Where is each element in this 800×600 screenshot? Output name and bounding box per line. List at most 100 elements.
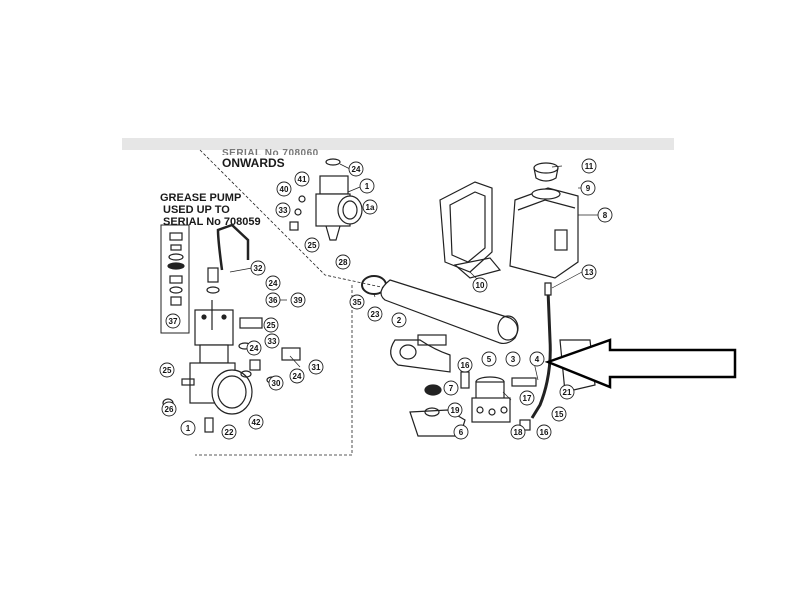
callout-number: 33 — [268, 337, 277, 346]
callout-circle — [505, 351, 521, 367]
callout-number: 28 — [339, 258, 348, 267]
serial-cutoff-text: SERIAL No 708060 — [222, 148, 319, 155]
old-grease-pump-body — [189, 300, 253, 415]
callout-number: 21 — [563, 388, 572, 397]
callout-circle — [161, 401, 177, 417]
pump-unit — [471, 376, 537, 423]
callout-bubble: 2 — [391, 312, 407, 328]
callout-bubble: 28 — [335, 254, 351, 270]
fitting-16 — [460, 371, 470, 389]
callout-bubble: 17 — [519, 390, 535, 406]
callout-bubble: 35 — [349, 294, 365, 310]
callout-number: 1 — [186, 424, 191, 433]
grease-pump-note: GREASE PUMP USED UP TO SERIAL No 708059 — [160, 192, 261, 228]
callout-bubble: 41 — [294, 171, 310, 187]
callout-bubble: 10 — [472, 277, 488, 293]
callout-number: 24 — [293, 372, 302, 381]
callout-number: 35 — [353, 298, 362, 307]
callout-circle — [276, 181, 292, 197]
callout-number: 23 — [371, 310, 380, 319]
callout-bubble: 1 — [180, 420, 196, 436]
callout-number: 26 — [165, 405, 174, 414]
callout-circle — [304, 237, 320, 253]
callout-bubble: 4 — [529, 351, 545, 367]
callout-bubble: 24 — [265, 275, 281, 291]
callout-circle — [308, 359, 324, 375]
callout-circle — [221, 424, 237, 440]
callout-circle — [248, 414, 264, 430]
callout-bubble: 25 — [304, 237, 320, 253]
callout-bubble: 6 — [453, 424, 469, 440]
callout-circle — [359, 178, 375, 194]
callout-circle — [581, 158, 597, 174]
callout-bubble: 31 — [308, 359, 324, 375]
callout-circle — [290, 292, 306, 308]
callout-circle — [289, 368, 305, 384]
mounting-bracket — [390, 334, 451, 373]
callout-number: 24 — [352, 165, 361, 174]
callout-number: 3 — [511, 355, 516, 364]
callout-bubble: 24 — [289, 368, 305, 384]
callout-bubble: 13 — [581, 264, 597, 280]
callout-circle — [447, 402, 463, 418]
callout-circle — [165, 313, 181, 329]
callout-number: 25 — [163, 366, 172, 375]
callout-bubble: 22 — [221, 424, 237, 440]
dashed-divider-top — [199, 149, 396, 291]
callout-circle — [335, 254, 351, 270]
callout-number: 4 — [535, 355, 540, 364]
callout-bubble: 9 — [580, 180, 596, 196]
callout-bubble: 40 — [276, 181, 292, 197]
callout-bubble: 16 — [536, 424, 552, 440]
callout-bubble: 5 — [481, 351, 497, 367]
callout-bubble: 26 — [161, 401, 177, 417]
callout-number: 24 — [250, 344, 259, 353]
callout-circle — [559, 384, 575, 400]
hose-fitting — [544, 282, 552, 296]
onwards-label: ONWARDS — [222, 156, 285, 170]
callout-circle — [159, 362, 175, 378]
callout-circle — [367, 306, 383, 322]
callout-circle — [510, 424, 526, 440]
callout-circle — [472, 277, 488, 293]
callout-bubble: 42 — [248, 414, 264, 430]
base-cap — [424, 407, 440, 417]
callout-circle — [250, 260, 266, 276]
header-bar — [122, 138, 674, 150]
grease-reservoir — [509, 162, 579, 279]
callout-circle — [349, 294, 365, 310]
feed-pipe — [216, 223, 250, 271]
callout-bubble: 8 — [597, 207, 613, 223]
pointer-arrow — [544, 338, 737, 389]
callout-circle — [294, 171, 310, 187]
callout-bubble: 16 — [457, 357, 473, 373]
callout-bubble: 30 — [268, 375, 284, 391]
callout-bubble: 24 — [348, 161, 364, 177]
callout-number: 15 — [555, 410, 564, 419]
callout-number: 24 — [269, 279, 278, 288]
callout-number: 9 — [586, 184, 591, 193]
callout-number: 11 — [585, 162, 594, 171]
callout-number: 22 — [225, 428, 234, 437]
delivery-hose — [530, 289, 552, 419]
callout-circle — [453, 424, 469, 440]
callout-number: 42 — [252, 418, 261, 427]
callout-circle — [362, 199, 378, 215]
callout-circle — [457, 357, 473, 373]
callout-number: 1 — [365, 182, 370, 191]
callout-bubble: 25 — [159, 362, 175, 378]
callout-bubble: 18 — [510, 424, 526, 440]
reservoir-lid — [439, 181, 502, 279]
callout-number: 13 — [585, 268, 594, 277]
callout-circle — [519, 390, 535, 406]
callout-circle — [275, 202, 291, 218]
callout-number: 40 — [280, 185, 289, 194]
callout-number: 16 — [540, 428, 549, 437]
callout-bubble: 33 — [275, 202, 291, 218]
callout-bubble: 37 — [165, 313, 181, 329]
seal-kit-parts — [167, 232, 185, 306]
callout-circle — [263, 317, 279, 333]
